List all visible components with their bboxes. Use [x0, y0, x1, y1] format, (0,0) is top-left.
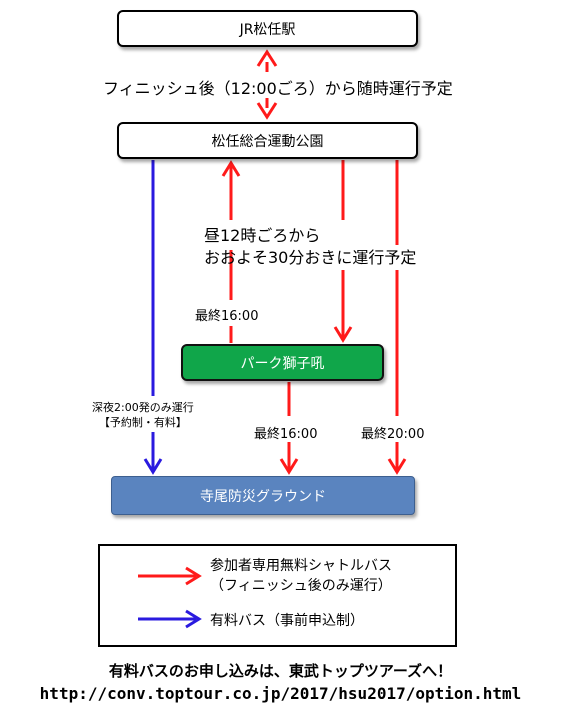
legend-red-arrow — [138, 566, 202, 586]
legend-red-line-2: （フィニッシュ後のみ運行） — [210, 578, 392, 594]
paid-night-line-2: 【予約制・有料】 — [98, 416, 187, 429]
footer-line-1: 有料バスのお申し込みは、東武トップツアーズへ！ — [108, 662, 453, 680]
midday-note: 昼12時ごろから おおよそ30分おきに運行予定 — [204, 225, 416, 269]
legend-red-line-1: 参加者専用無料シャトルバス — [210, 558, 392, 574]
node-teraogrounds: 寺尾防災グラウンド — [111, 476, 415, 515]
legend-blue-text: 有料バス（事前申込制） — [210, 613, 364, 629]
shishi-to-tera-arrow — [279, 382, 299, 475]
node-park-shishiku: パーク獅子吼 — [181, 344, 384, 381]
node-sports-park-label: 松任総合運動公園 — [211, 133, 324, 150]
paid-bus-arrow — [143, 160, 163, 475]
footer-url: http://conv.toptour.co.jp/2017/hsu2017/o… — [39, 684, 522, 703]
node-jr-station: JR松任駅 — [117, 10, 418, 47]
node-jr-station-label: JR松任駅 — [239, 21, 296, 38]
paid-night-line-1: 深夜2:00発のみ運行 — [92, 401, 194, 414]
last-1600-label-a: 最終16:00 — [195, 309, 259, 324]
node-sports-park: 松任総合運動公園 — [117, 122, 418, 159]
last-1600-label-b: 最終16:00 — [254, 427, 318, 442]
legend-blue-arrow — [138, 609, 202, 629]
midday-line-1: 昼12時ごろから — [204, 226, 321, 245]
legend-red-text: 参加者専用無料シャトルバス （フィニッシュ後のみ運行） — [210, 556, 392, 596]
jr-route-label: フィニッシュ後（12:00ごろ）から随時運行予定 — [103, 79, 453, 98]
legend: 参加者専用無料シャトルバス （フィニッシュ後のみ運行） 有料バス（事前申込制） — [98, 544, 457, 647]
midday-line-2: おおよそ30分おきに運行予定 — [204, 248, 417, 267]
park-to-shishi-arrow — [333, 160, 353, 343]
park-to-tera-arrow — [387, 160, 407, 475]
shishi-to-park-arrow — [221, 160, 241, 343]
paid-night-note: 深夜2:00発のみ運行 【予約制・有料】 — [92, 400, 194, 430]
last-2000-label: 最終20:00 — [361, 427, 425, 442]
node-park-shishiku-label: パーク獅子吼 — [240, 355, 325, 372]
legend-arrows — [138, 566, 202, 629]
jr-park-double-arrow — [256, 49, 278, 120]
node-teraogrounds-label: 寺尾防災グラウンド — [200, 488, 326, 505]
